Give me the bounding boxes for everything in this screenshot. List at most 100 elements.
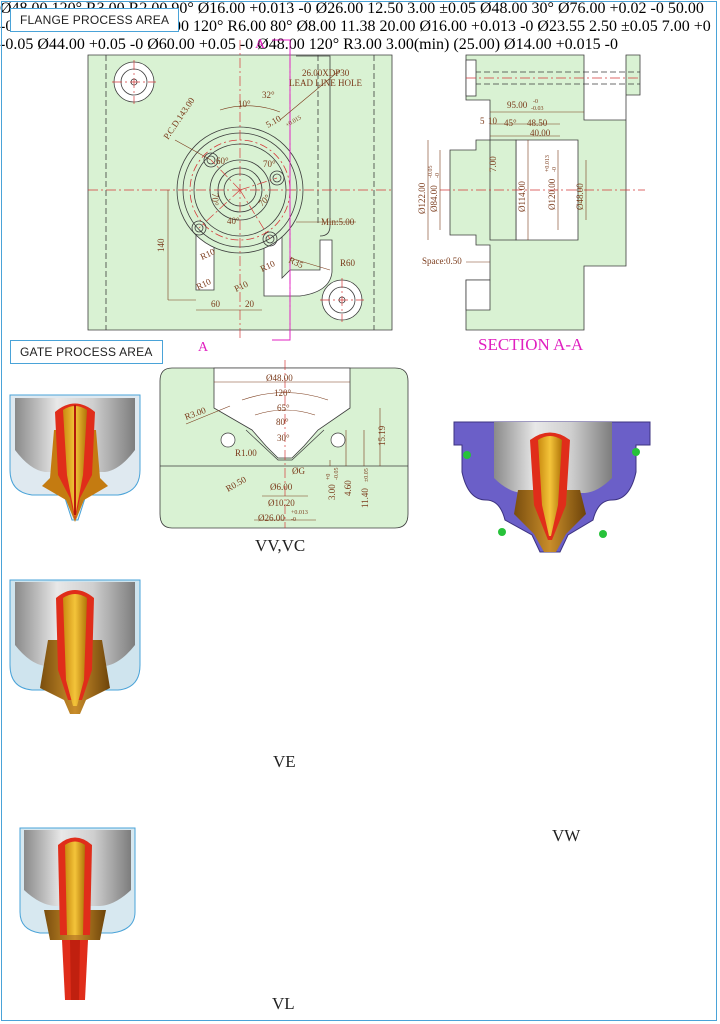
vv-h15-19: 15.19 — [377, 425, 387, 446]
vv-r1: R1.00 — [235, 448, 257, 458]
flange-section-label: FLANGE PROCESS AREA — [10, 8, 180, 32]
vw-d60-tol-l: -0 — [239, 36, 254, 53]
aa-d48-5: 48.50 — [527, 118, 548, 128]
section-aa-centerline — [440, 77, 645, 191]
section-line-aa — [272, 39, 291, 341]
vw-d23-55: Ø23.55 — [537, 18, 585, 35]
flange-centerlines — [88, 40, 392, 340]
vw-d44-tol-u: +0.05 — [88, 36, 126, 53]
vw-d60-tol-u: +0.05 — [198, 36, 236, 53]
section-aa-title: SECTION A-A — [478, 335, 584, 354]
caption-vw: VW — [552, 826, 581, 845]
aa-d120-tol-u: +0.013 — [545, 155, 551, 172]
section-aa-text: 95.00 -0 -0.03 5 10 45° 48.50 40.00 7.00… — [417, 99, 585, 354]
angle-60: 60° — [216, 156, 229, 166]
ve-d16-tol-u: +0.013 — [249, 0, 295, 17]
angle-70b: 70° — [210, 193, 220, 206]
aa-d120: Ø120.00 — [547, 178, 557, 210]
vv-d10-2: Ø10.20 — [268, 498, 295, 508]
vv-a30: 30° — [277, 433, 290, 443]
vw-d16-tol-u: +0.013 — [471, 18, 517, 35]
vv-h11-4-tol: ±0.05 — [364, 468, 370, 482]
vw-h50: 50.00 — [667, 0, 704, 17]
aa-d84-tol-u: -0.05 — [428, 166, 434, 179]
vv-d26: Ø26.00 — [258, 513, 285, 523]
angle-70a: 70° — [263, 159, 276, 169]
vw-d76-tol-u: +0.02 — [609, 0, 647, 17]
vw-r6: R6.00 — [227, 18, 267, 35]
vw-a120: 120° — [193, 18, 224, 35]
vl-h3min: 3.00(min) — [385, 36, 450, 53]
vw-d76: Ø76.00 — [557, 0, 606, 17]
vv-h3-tol-l: -0.05 — [334, 468, 340, 481]
caption-vl: VL — [272, 994, 295, 1013]
vw-a30: 30° — [531, 0, 554, 17]
nozzle-render-ve — [9, 579, 141, 714]
caption-ve: VE — [273, 752, 296, 771]
aa-d95-tol-u: -0 — [533, 99, 538, 105]
ve-d16-tol-l: -0 — [298, 0, 312, 17]
aa-d114: Ø114.00 — [517, 181, 527, 212]
vl-h25: (25.00) — [453, 36, 501, 53]
gate-vv-drawing: Ø48.00 120° 65° 80° 30° R3.00 R1.00 R0.5… — [159, 360, 409, 529]
vv-a65: 65° — [277, 403, 290, 413]
aa-ang45: 45° — [504, 118, 517, 128]
vw-a80: 80° — [270, 18, 293, 35]
vv-d6: Ø6.00 — [270, 482, 293, 492]
r60: R60 — [340, 258, 356, 268]
section-marker-top: A — [255, 37, 266, 52]
aa-d84-tol-l: -0 — [435, 173, 441, 178]
vw-d16-tol-l: -0 — [520, 18, 534, 35]
vv-h4-6: 4.60 — [343, 480, 353, 496]
vw-d16: Ø16.00 — [419, 18, 468, 35]
ve-h3: 3.00 — [407, 0, 436, 17]
angle-32: 32° — [262, 90, 275, 100]
vv-g: ØG — [292, 466, 305, 476]
aa-d95: 95.00 — [507, 100, 528, 110]
vl-a120: 120° — [308, 36, 340, 53]
ve-h12-5: 12.50 — [367, 0, 404, 17]
vv-h3-tol-u: +0 — [326, 474, 332, 480]
aa-d120-tol-l: -0 — [552, 167, 558, 172]
vw-d76-tol-l: -0 — [650, 0, 664, 17]
gate-vl-drawing: Ø48.00 120° R3.00 3.00(min) (25.00) Ø14.… — [257, 36, 618, 53]
vw-h2-5: 2.50 — [588, 18, 617, 35]
vw-h11-38: 11.38 — [340, 18, 376, 35]
aa-d40: 40.00 — [530, 128, 551, 138]
dim-140: 140 — [156, 238, 166, 252]
vw-h8: Ø8.00 — [296, 18, 337, 35]
aa-d48: Ø48.00 — [575, 183, 585, 210]
vw-d60: Ø60.00 — [147, 36, 195, 53]
vl-d14: Ø14.00 — [504, 36, 552, 53]
vw-h20: 20.00 — [379, 18, 416, 35]
section-marker-bottom: A — [198, 340, 209, 355]
vv-h11-4: 11.40 — [360, 488, 370, 508]
aa-d7: 7.00 — [488, 156, 498, 172]
flange-dimension-lines — [167, 69, 356, 311]
vv-d48: Ø48.00 — [266, 373, 293, 383]
nozzle-render-vv — [9, 394, 141, 522]
vw-d44: Ø44.00 — [37, 36, 85, 53]
dim-60: 60 — [211, 299, 221, 309]
section-aa-view — [449, 54, 641, 331]
vv-a80: 80° — [276, 417, 289, 427]
aa-d10: 10 — [488, 116, 498, 126]
vw-h2-5-tol: ±0.05 — [620, 18, 658, 35]
vv-d26-tol-u: +0.013 — [291, 510, 308, 516]
aa-d95-tol-l: -0.03 — [531, 106, 544, 112]
hole-note-2: LEAD LINE HOLE — [289, 78, 362, 88]
angle-40: 40° — [227, 216, 240, 226]
gate-section-label: GATE PROCESS AREA — [10, 340, 163, 364]
nozzle-render-vw — [453, 421, 651, 553]
vl-d48: Ø48.00 — [257, 36, 305, 53]
vw-h7-tol-l: -0.05 — [0, 36, 34, 53]
ve-h3-tol: ±0.05 — [439, 0, 476, 17]
aa-space: Space:0.50 — [422, 256, 462, 266]
aa-d122: Ø122.00 — [417, 182, 427, 214]
ve-d26: Ø26.00 — [315, 0, 364, 17]
vl-d14-tol-u: +0.015 — [555, 36, 601, 53]
vw-d48: Ø48.00 — [479, 0, 528, 17]
nozzle-render-vl — [19, 827, 136, 1000]
